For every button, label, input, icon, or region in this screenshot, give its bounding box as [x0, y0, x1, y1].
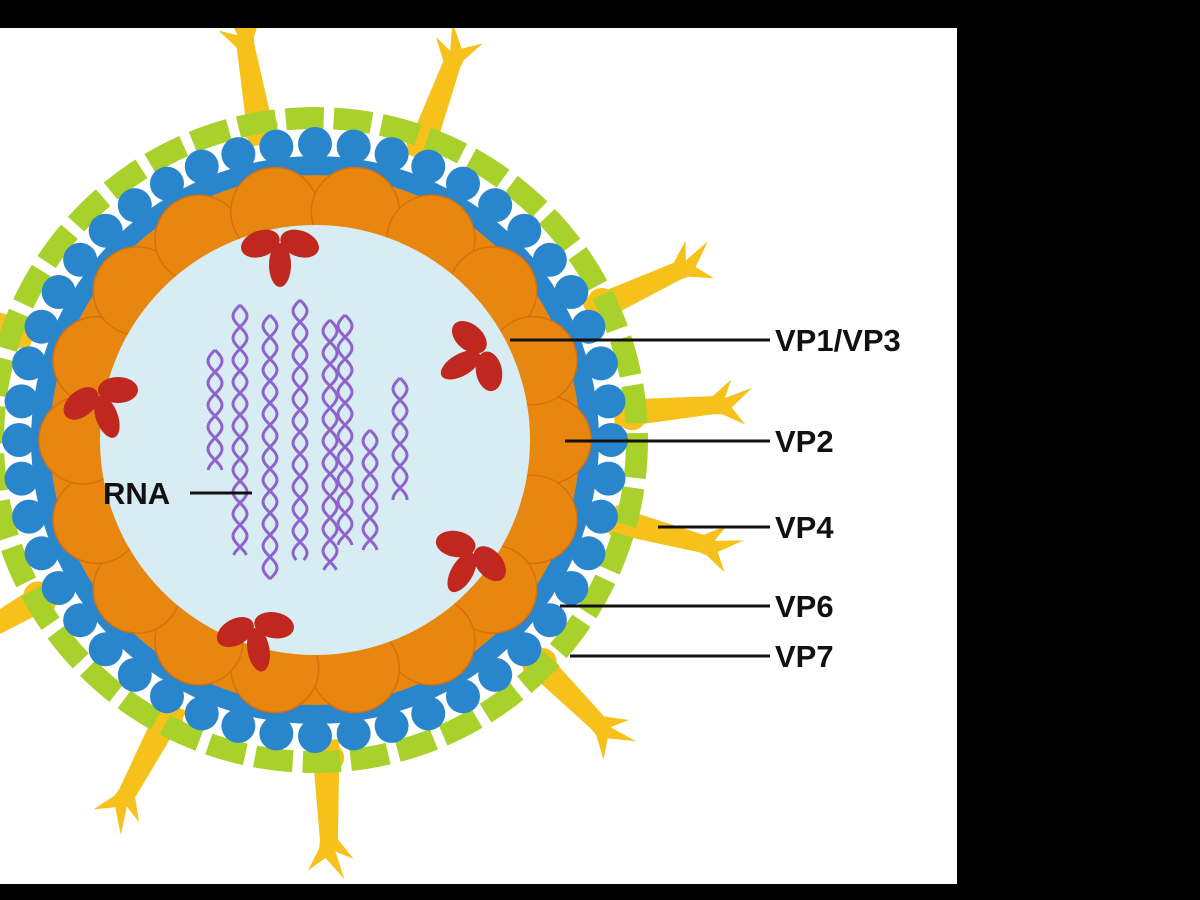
rna-strand [336, 313, 354, 546]
core-interior [100, 225, 530, 655]
vp6-subunit [41, 571, 76, 605]
label-vp1-vp3: VP1/VP3 [775, 323, 901, 358]
rna-strand [336, 313, 354, 546]
label-leader-lines [190, 338, 770, 658]
vp6-subunit [41, 275, 76, 309]
vp6-subunit [63, 242, 98, 277]
vp6-subunit [150, 166, 184, 201]
label-vp2: VP2 [775, 424, 834, 459]
rna-strand [231, 303, 249, 556]
vp6-subunit [221, 137, 256, 172]
vp6-subunit [184, 149, 219, 184]
vp6-subunit [507, 213, 542, 248]
vp6-subunit [88, 213, 123, 248]
label-vp4: VP4 [775, 510, 834, 545]
vp6-subunit [446, 679, 480, 714]
vp6-subunit [554, 275, 589, 309]
rna-strand [206, 348, 224, 471]
rna-strand [321, 318, 339, 571]
vp6-subunit [374, 708, 409, 743]
vp6-subunit [221, 708, 256, 743]
vp6-subunit [4, 384, 39, 419]
vp6-subunit [554, 571, 589, 605]
rna-strand [261, 313, 279, 581]
vp6-subunit [336, 129, 371, 164]
vp6-subunit [117, 657, 152, 692]
vp6-subunit [591, 384, 626, 419]
vp6-subunit [532, 242, 567, 277]
vp6-subunit [571, 309, 606, 344]
vp6-subunit [184, 696, 219, 731]
vp6-subunit [591, 461, 626, 496]
vp6-subunit [532, 603, 567, 638]
vp6-subunit [298, 719, 332, 753]
rna-strand [321, 318, 339, 571]
vp1-vp3-complex [440, 321, 503, 392]
vp6-subunit [24, 536, 59, 571]
vp6-subunit [12, 346, 47, 381]
vp6-subunit [411, 696, 446, 731]
rna-strand [361, 428, 379, 551]
vp6-subunit [4, 461, 39, 496]
vp6-subunit [571, 536, 606, 571]
label-vp7: VP7 [775, 639, 834, 674]
vp1-vp3-complex [241, 229, 319, 287]
rna-strand [206, 348, 224, 471]
diagram-canvas: VP1/VP3 VP2 VP4 VP6 VP7 RNA [0, 28, 957, 884]
rna-strands [206, 298, 409, 581]
vp6-subunit [478, 188, 513, 223]
vp6-subunit [583, 346, 618, 381]
vp6-subunit [259, 129, 294, 164]
vp6-subunit [446, 166, 480, 201]
vp6-subunit [583, 499, 618, 534]
rna-strand [391, 376, 409, 501]
vp6-subunit [374, 137, 409, 172]
vp6-subunit [63, 603, 98, 638]
vp1-vp3-complex [63, 377, 138, 438]
vp6-subunits [2, 127, 628, 753]
vp6-subunit [12, 499, 47, 534]
vp6-subunit [24, 309, 59, 344]
label-vp6: VP6 [775, 589, 834, 624]
vp6-subunit [298, 127, 332, 161]
vp1-vp3-complexes [63, 229, 506, 672]
label-rna: RNA [103, 476, 170, 511]
vp6-subunit [336, 716, 371, 751]
vp6-subunit [150, 679, 184, 714]
vp6-subunit [259, 716, 294, 751]
rna-strand [231, 303, 249, 556]
rna-strand [361, 428, 379, 551]
rna-strand [391, 376, 409, 501]
vp6-subunit [478, 657, 513, 692]
vp1-vp3-complex [216, 611, 294, 672]
vp6-subunit [88, 632, 123, 667]
rotavirus-diagram: VP1/VP3 VP2 VP4 VP6 VP7 RNA [0, 28, 901, 880]
vp6-subunit [411, 149, 446, 184]
vp6-subunit [507, 632, 542, 667]
vp6-subunit [117, 188, 152, 223]
rna-strand [291, 298, 309, 561]
vp6-subunit [2, 423, 36, 457]
vp1-vp3-complex [435, 530, 506, 593]
